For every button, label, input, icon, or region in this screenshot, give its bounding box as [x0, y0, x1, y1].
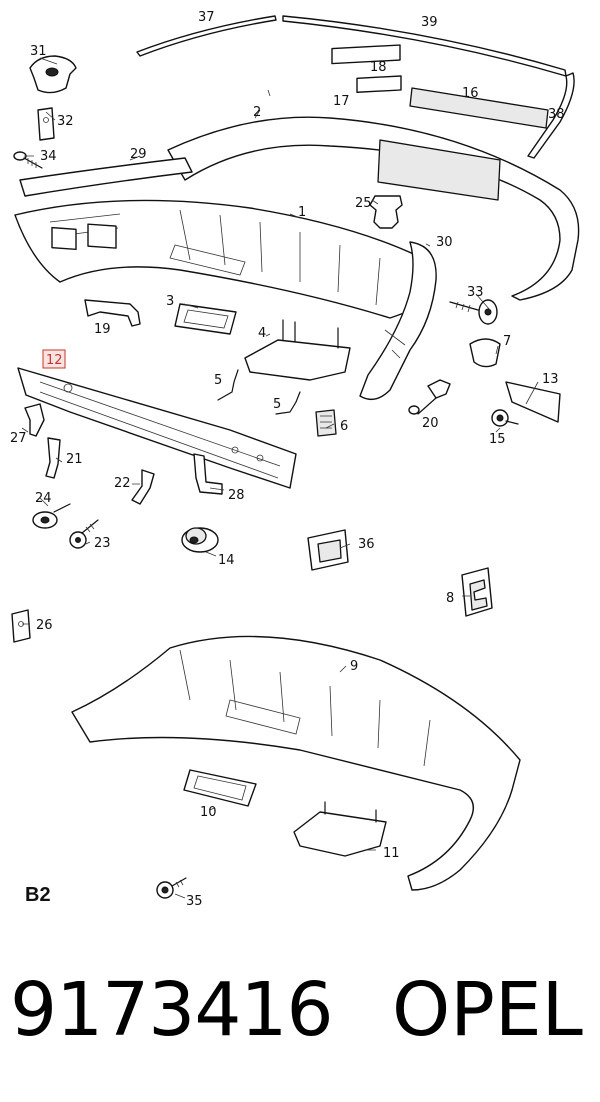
callout-27: 27 [10, 431, 27, 446]
callout-18: 18 [370, 60, 387, 75]
callout-6: 6 [340, 419, 348, 434]
brand-name: OPEL [392, 967, 583, 1053]
screw-23[interactable] [69, 519, 99, 549]
bumper-cover-2[interactable] [167, 116, 580, 301]
callout-5b: 5 [273, 397, 281, 412]
bracket-28[interactable] [193, 453, 223, 495]
callout-5a: 5 [214, 373, 222, 388]
clip-25[interactable] [369, 195, 403, 229]
callout-38: 38 [548, 107, 565, 122]
callout-37: 37 [198, 10, 215, 25]
callout-2: 2 [253, 105, 261, 120]
push-clip-31[interactable] [29, 55, 77, 94]
panel-16[interactable] [409, 87, 549, 129]
callout-24: 24 [35, 491, 52, 506]
callout-30: 30 [436, 235, 453, 250]
callout-4: 4 [258, 326, 266, 341]
callout-34: 34 [40, 149, 57, 164]
front-bumper-1[interactable] [14, 199, 433, 319]
bumper-end-30[interactable] [359, 241, 437, 401]
bezel-36[interactable] [307, 529, 349, 571]
exploded-parts-diagram: 1 2 3 4 5 5 6 7 8 9 10 11 12 13 14 15 16… [10, 10, 580, 909]
clip-26[interactable] [11, 609, 31, 643]
cap-7[interactable] [469, 338, 501, 368]
callout-13: 13 [542, 372, 559, 387]
grommet-14[interactable] [181, 527, 219, 553]
wire-bracket-5b[interactable] [275, 391, 301, 415]
callout-16: 16 [462, 86, 479, 101]
callout-19: 19 [94, 322, 111, 337]
callout-23: 23 [94, 536, 111, 551]
reinforcement-beam-12[interactable] [17, 367, 297, 489]
callout-28: 28 [228, 488, 245, 503]
bracket-8[interactable] [461, 567, 493, 617]
frame-3[interactable] [174, 303, 237, 335]
wire-bracket-5a[interactable] [217, 369, 239, 401]
leader-lines [21, 57, 539, 899]
callout-17: 17 [333, 94, 350, 109]
screw-35[interactable] [156, 877, 187, 899]
callout-11: 11 [383, 846, 400, 861]
insert-6[interactable] [315, 409, 337, 437]
callout-29: 29 [130, 147, 147, 162]
trim-strip-38[interactable] [527, 72, 575, 159]
panel-17[interactable] [356, 75, 402, 93]
callout-22: 22 [114, 476, 131, 491]
callout-labels: 1 2 3 4 5 5 6 7 8 9 10 11 12 13 14 15 16… [10, 10, 565, 909]
callout-7: 7 [503, 334, 511, 349]
plate-13[interactable] [505, 381, 561, 423]
callout-39: 39 [421, 15, 438, 30]
callout-32: 32 [57, 114, 74, 129]
trim-strip-37[interactable] [136, 15, 277, 57]
bracket-32[interactable] [37, 107, 55, 141]
bracket-19[interactable] [84, 299, 141, 327]
callout-33: 33 [467, 285, 484, 300]
callout-1: 1 [298, 205, 306, 220]
strap-22[interactable] [131, 469, 155, 505]
callout-10: 10 [200, 805, 217, 820]
callout-20: 20 [422, 416, 439, 431]
callout-26: 26 [36, 618, 53, 633]
callout-3: 3 [166, 294, 174, 309]
bracket-27[interactable] [24, 403, 45, 437]
strap-21[interactable] [45, 437, 61, 479]
rear-bumper-9[interactable] [71, 635, 521, 891]
trim-strip-29[interactable] [19, 157, 193, 197]
callout-35: 35 [186, 894, 203, 909]
callout-9: 9 [350, 659, 358, 674]
callout-14: 14 [218, 553, 235, 568]
callout-12: 12 [46, 353, 63, 368]
bracket-4[interactable] [244, 319, 351, 381]
callout-8: 8 [446, 591, 454, 606]
section-label: B2 [25, 884, 51, 906]
screw-33[interactable] [449, 299, 498, 325]
panel-18[interactable] [331, 44, 401, 65]
clip-24[interactable] [32, 503, 71, 529]
callout-15: 15 [489, 432, 506, 447]
screw-34[interactable] [13, 151, 43, 169]
bracket-10[interactable] [183, 769, 257, 807]
part-number: 9173416 [10, 967, 334, 1053]
callout-21: 21 [66, 452, 83, 467]
callout-25: 25 [355, 196, 372, 211]
screw-15[interactable] [491, 409, 519, 427]
callout-36: 36 [358, 537, 375, 552]
callout-12-highlight-box [42, 349, 66, 369]
bracket-11[interactable] [293, 801, 387, 857]
clip-20[interactable] [408, 379, 451, 415]
callout-31: 31 [30, 44, 47, 59]
